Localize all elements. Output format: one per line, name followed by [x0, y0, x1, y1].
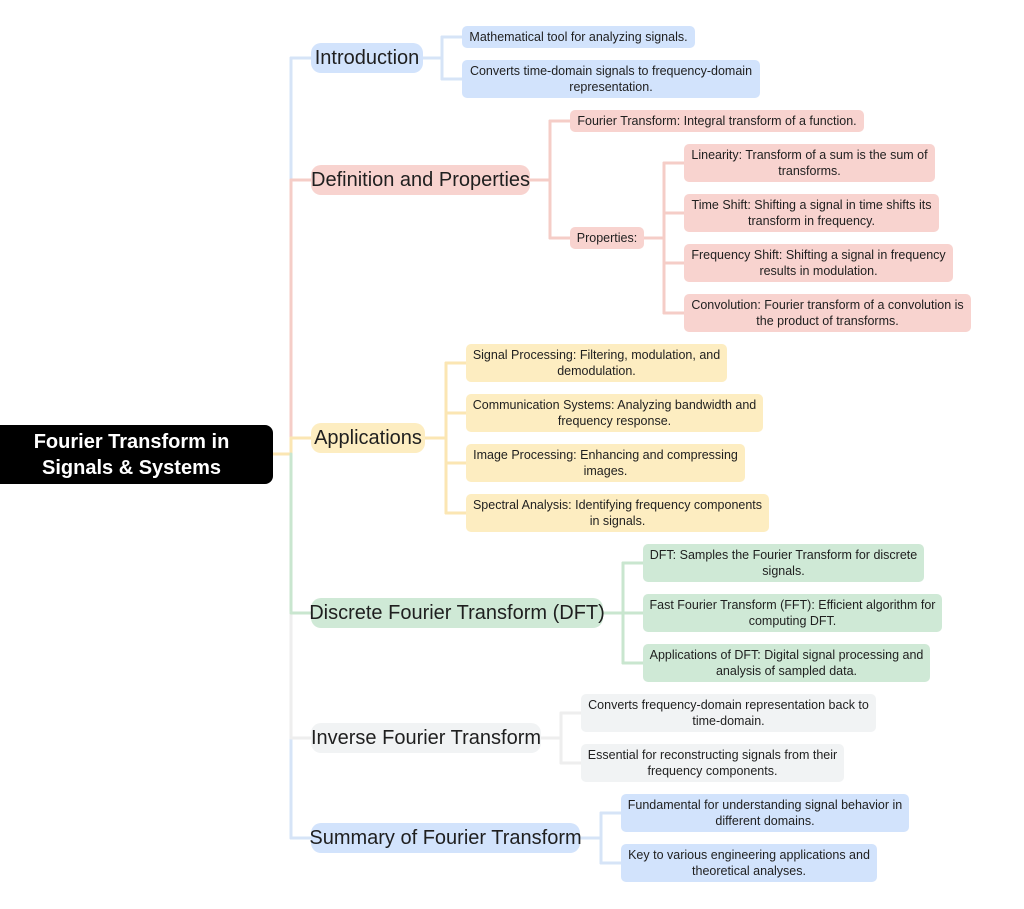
property-frequency-shift[interactable]: Frequency Shift: Shifting a signal in fr… — [684, 244, 953, 282]
branch-definition-properties[interactable]: Definition and Properties — [311, 165, 530, 195]
branch-inverse-fourier[interactable]: Inverse Fourier Transform — [311, 723, 541, 753]
root-node[interactable]: Fourier Transform in Signals & Systems — [0, 425, 273, 484]
dft-item-applications[interactable]: Applications of DFT: Digital signal proc… — [643, 644, 930, 682]
property-linearity[interactable]: Linearity: Transform of a sum is the sum… — [684, 144, 935, 182]
property-convolution[interactable]: Convolution: Fourier transform of a conv… — [684, 294, 971, 332]
dft-item-samples[interactable]: DFT: Samples the Fourier Transform for d… — [643, 544, 924, 582]
applications-item-image-processing[interactable]: Image Processing: Enhancing and compress… — [466, 444, 745, 482]
definition-item-properties[interactable]: Properties: — [570, 227, 644, 249]
intro-item-2[interactable]: Converts time-domain signals to frequenc… — [462, 60, 760, 98]
applications-item-spectral-analysis[interactable]: Spectral Analysis: Identifying frequency… — [466, 494, 769, 532]
property-time-shift[interactable]: Time Shift: Shifting a signal in time sh… — [684, 194, 939, 232]
branch-applications[interactable]: Applications — [311, 423, 425, 453]
intro-item-1[interactable]: Mathematical tool for analyzing signals. — [462, 26, 695, 48]
applications-item-communication[interactable]: Communication Systems: Analyzing bandwid… — [466, 394, 763, 432]
branch-dft[interactable]: Discrete Fourier Transform (DFT) — [309, 598, 605, 628]
branch-introduction[interactable]: Introduction — [311, 43, 423, 73]
inverse-item-essential[interactable]: Essential for reconstructing signals fro… — [581, 744, 844, 782]
inverse-item-converts[interactable]: Converts frequency-domain representation… — [581, 694, 876, 732]
branch-summary[interactable]: Summary of Fourier Transform — [309, 823, 582, 853]
applications-item-signal-processing[interactable]: Signal Processing: Filtering, modulation… — [466, 344, 727, 382]
summary-item-key[interactable]: Key to various engineering applications … — [621, 844, 877, 882]
definition-item-fourier-transform[interactable]: Fourier Transform: Integral transform of… — [570, 110, 864, 132]
dft-item-fft[interactable]: Fast Fourier Transform (FFT): Efficient … — [643, 594, 942, 632]
summary-item-fundamental[interactable]: Fundamental for understanding signal beh… — [621, 794, 909, 832]
